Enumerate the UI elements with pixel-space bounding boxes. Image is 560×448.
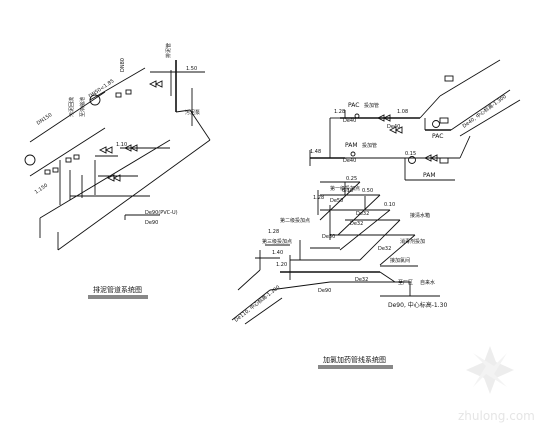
label-elev-128a: 1.28 <box>334 109 345 115</box>
label-pam-top: PAM <box>345 142 358 149</box>
label-pipe-note-c: 自来水 <box>420 279 435 286</box>
label-elev-025: 0.25 <box>346 176 357 182</box>
label-pvc-sub: De90 <box>145 220 158 226</box>
label-pac-top: PAC <box>348 102 359 109</box>
label-de32-d: De32 <box>355 277 368 283</box>
label-elev-148: 1.48 <box>310 149 321 155</box>
label-dose-d: 接清水箱 <box>410 212 430 219</box>
label-de50-b: De50 <box>322 234 335 240</box>
label-pipe-note-b: 至厂区 <box>398 280 413 286</box>
label-elev-018: 0.18 <box>342 188 353 194</box>
label-dose-a: 第一级投加点 <box>330 185 360 192</box>
label-de90-note: De90, 中心标高-1.30 <box>388 301 447 309</box>
label-pam-bot: PAM <box>423 172 436 179</box>
label-de32-b: De32 <box>350 221 363 227</box>
label-dose-f: 消毒剂投加 <box>400 238 425 245</box>
watermark: zhulong.com <box>458 346 535 423</box>
label-elev-140: 1.40 <box>272 250 283 256</box>
label-dn-top: DN50<1.85 <box>88 78 116 99</box>
label-elev-128b: 1.28 <box>313 195 324 201</box>
label-pam-note: 投加管 <box>362 142 377 149</box>
label-elev-010: 0.10 <box>384 202 395 208</box>
label-elev-050: 0.50 <box>362 188 373 194</box>
label-elev-120: 1.20 <box>276 262 287 268</box>
label-elev-1150: 1.150 <box>34 183 49 196</box>
label-tag-c: 排泥管 <box>165 43 172 58</box>
label-dose-c: 第三级投加点 <box>262 238 292 245</box>
label-de32-a: De32 <box>356 211 369 217</box>
label-de40-b: De40 <box>387 124 400 130</box>
right-system-title: 加氯加药管线系统图 <box>323 355 386 364</box>
label-tag-a: 污泥回流 <box>68 97 75 117</box>
watermark-text: zhulong.com <box>458 409 535 423</box>
label-de50-a: De50 <box>330 198 343 204</box>
label-tag-b: 至浓缩池 <box>79 97 86 117</box>
label-dose-b: 第二级投加点 <box>280 217 310 224</box>
label-elev-015: 0.15 <box>405 151 416 157</box>
label-de40-a: De40 <box>343 118 356 124</box>
label-tag-d: 污泥泵 <box>185 109 200 116</box>
label-dn150: DN150 <box>36 112 54 127</box>
label-de32-c: De32 <box>378 246 391 252</box>
label-de90-line: De90 <box>318 288 331 294</box>
label-elev-128c: 1.28 <box>268 229 279 235</box>
label-dn80: DN80 <box>120 58 126 72</box>
label-elev-108: 1.08 <box>397 109 408 115</box>
label-pac-top-note: 投加管 <box>364 102 379 109</box>
label-pac-mid: PAC <box>432 133 443 140</box>
label-elev-110: 1.10 <box>116 142 127 148</box>
label-dose-e: 接加氯间 <box>390 257 410 264</box>
right-dosing-piping-system <box>231 59 521 325</box>
left-system-title: 排泥管道系统图 <box>93 285 142 294</box>
label-elev-150: 1.50 <box>186 66 197 72</box>
label-de40-c: De40 <box>343 158 356 164</box>
label-pvc: De90(PVC-U) <box>145 210 178 216</box>
left-sludge-piping-system <box>24 60 211 251</box>
